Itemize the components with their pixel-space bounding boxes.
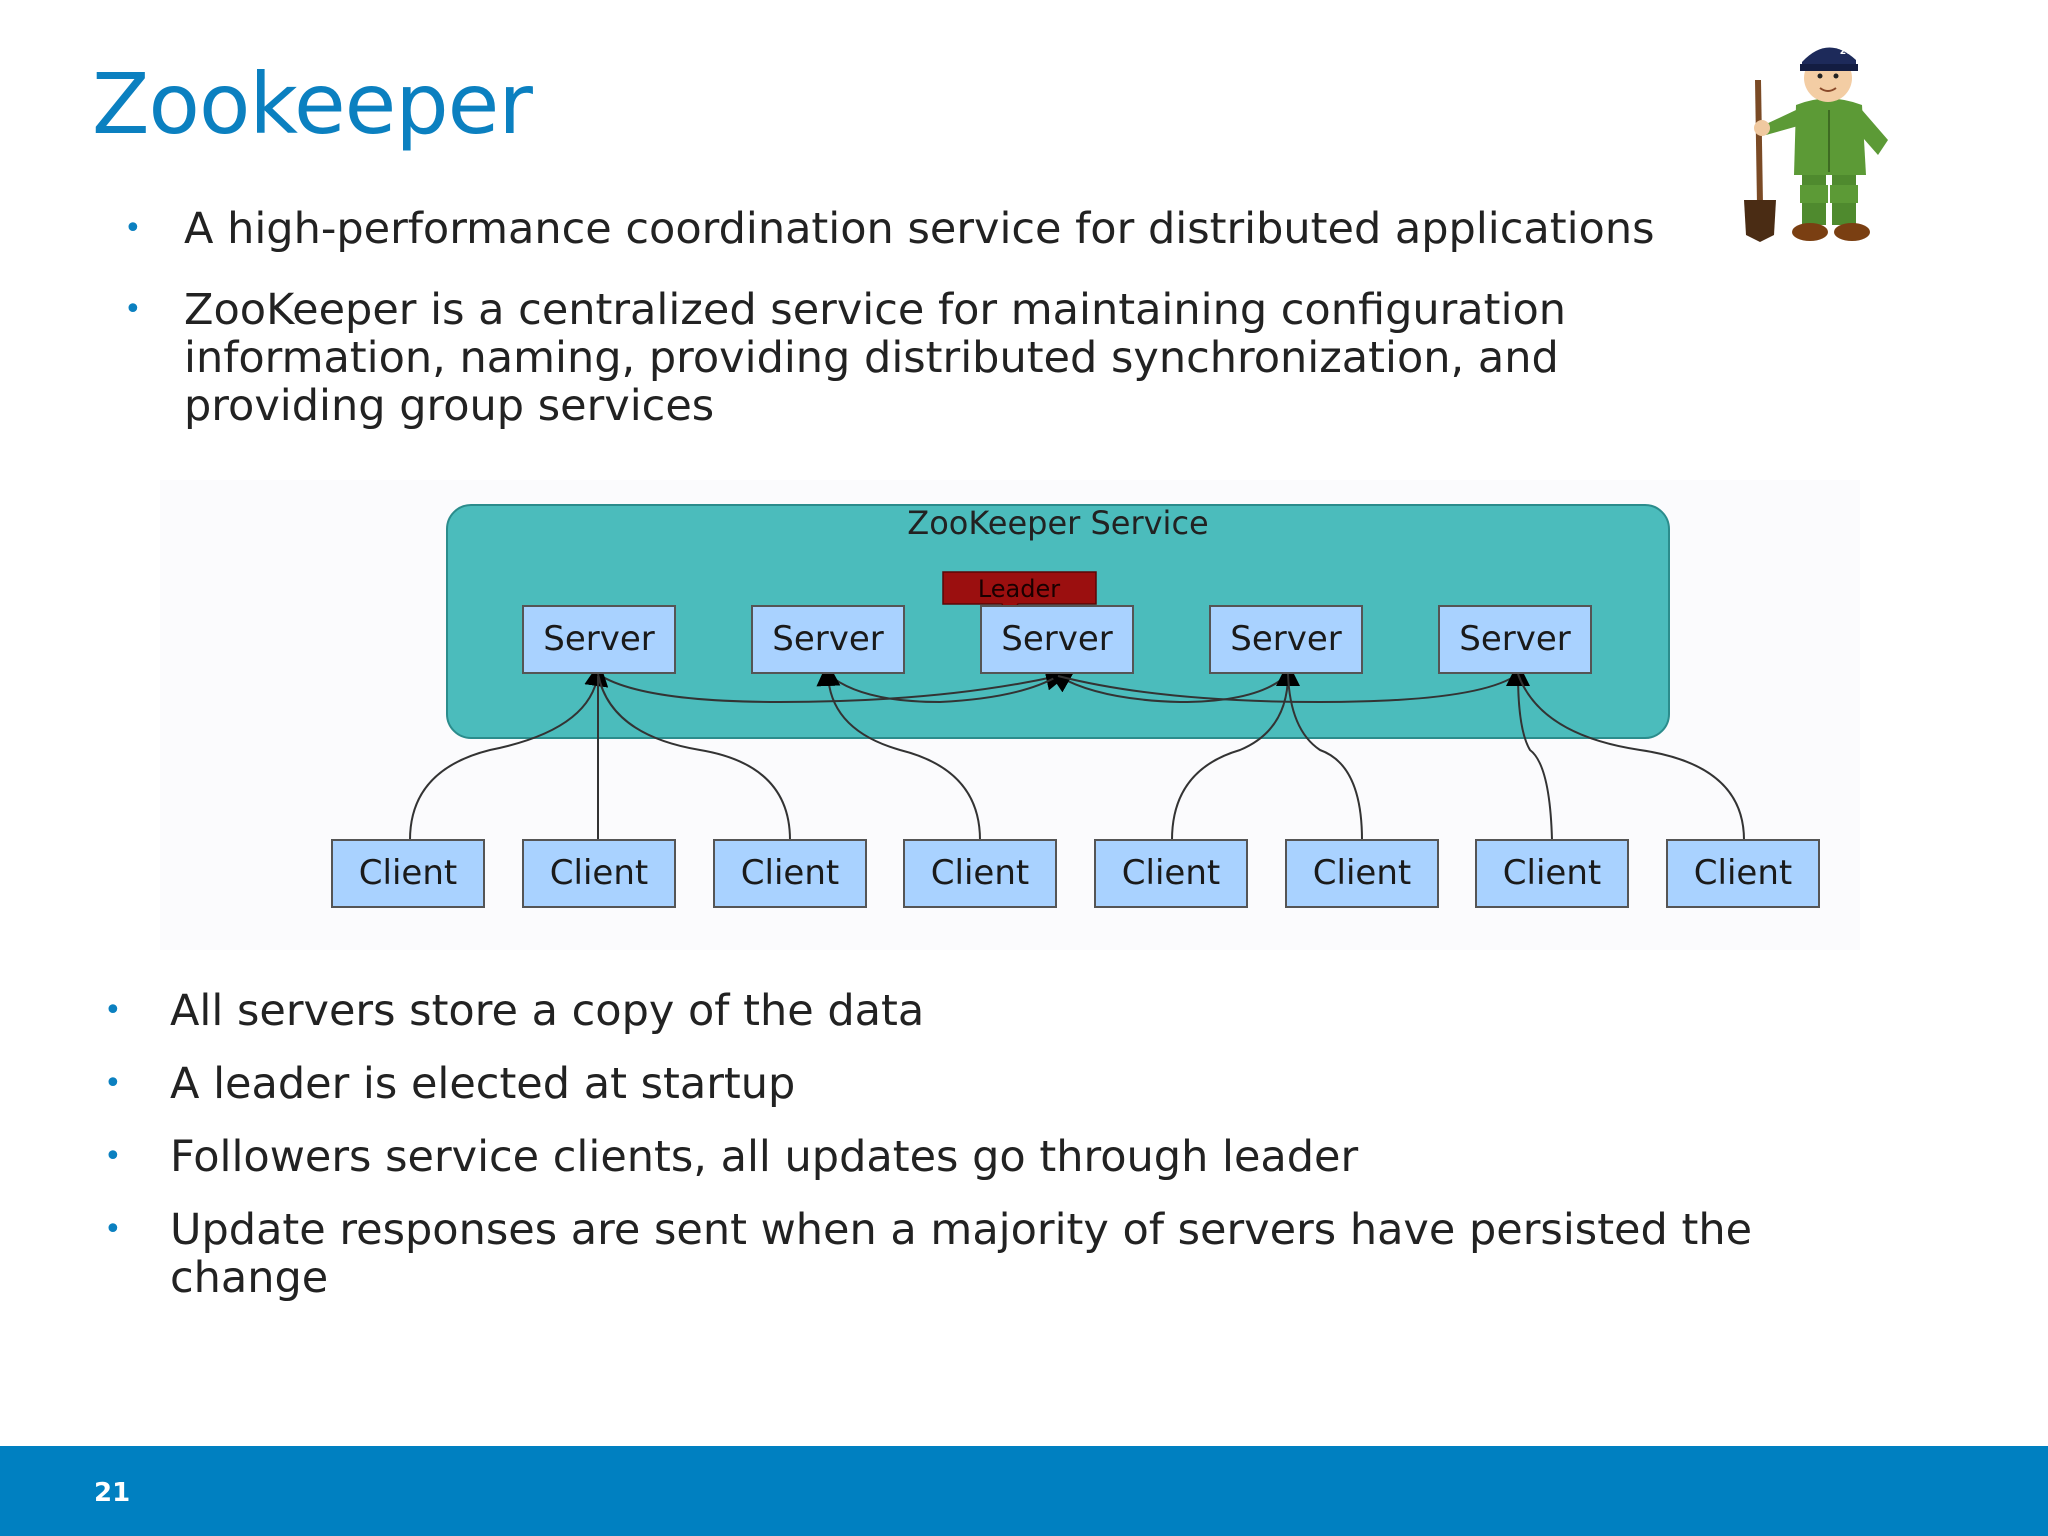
bullet-text: All servers store a copy of the data xyxy=(170,986,925,1036)
footer-bar xyxy=(0,1446,2048,1536)
server-node: Server xyxy=(751,605,905,674)
bullet-text: A leader is elected at startup xyxy=(170,1059,796,1109)
bottom-bullet-list: • All servers store a copy of the data •… xyxy=(100,987,1800,1327)
client-label: Client xyxy=(1503,853,1601,893)
diagram-canvas: ZooKeeper Service Leader xyxy=(331,504,1820,908)
zookeeper-mascot-icon: zoo xyxy=(1744,46,1888,242)
client-node: Client xyxy=(903,839,1057,908)
client-node: Client xyxy=(1666,839,1820,908)
leader-callout: Leader xyxy=(942,571,1097,622)
bullet-text: ZooKeeper is a centralized service for m… xyxy=(184,285,1567,431)
bullet-text: Update responses are sent when a majorit… xyxy=(170,1205,1753,1303)
bullet-item: • A leader is elected at startup xyxy=(100,1060,1800,1108)
bullet-item: • Update responses are sent when a major… xyxy=(100,1206,1800,1302)
server-row: Server Server Server Server Server xyxy=(522,605,1592,674)
leader-server-node: Server xyxy=(980,605,1134,674)
client-label: Client xyxy=(359,853,457,893)
server-label: Server xyxy=(1459,619,1571,659)
top-bullet-list: • A high-performance coordination servic… xyxy=(120,205,1770,463)
client-label: Client xyxy=(741,853,839,893)
client-row: Client Client Client Client Client xyxy=(331,839,1820,908)
server-label: Server xyxy=(772,619,884,659)
bullet-dot-icon: • xyxy=(104,993,122,1028)
bullet-text: A high-performance coordination service … xyxy=(184,204,1655,254)
client-label: Client xyxy=(1313,853,1411,893)
client-label: Client xyxy=(1122,853,1220,893)
client-node: Client xyxy=(522,839,676,908)
slide-title: Zookeeper xyxy=(92,55,533,153)
server-node: Server xyxy=(1438,605,1592,674)
bullet-dot-icon: • xyxy=(104,1066,122,1101)
server-label: Server xyxy=(1001,619,1113,659)
client-node: Client xyxy=(1475,839,1629,908)
client-label: Client xyxy=(931,853,1029,893)
server-node: Server xyxy=(1209,605,1363,674)
page-number: 21 xyxy=(94,1478,131,1508)
client-label: Client xyxy=(550,853,648,893)
client-node: Client xyxy=(1285,839,1439,908)
bullet-item: • ZooKeeper is a centralized service for… xyxy=(120,286,1770,430)
bullet-text: Followers service clients, all updates g… xyxy=(170,1132,1359,1182)
client-label: Client xyxy=(1694,853,1792,893)
svg-text:zoo: zoo xyxy=(1840,46,1860,57)
bullet-item: • A high-performance coordination servic… xyxy=(120,205,1770,253)
client-node: Client xyxy=(1094,839,1248,908)
service-label: ZooKeeper Service xyxy=(907,504,1208,542)
client-node: Client xyxy=(331,839,485,908)
server-node: Server xyxy=(522,605,676,674)
server-label: Server xyxy=(1230,619,1342,659)
leader-label: Leader xyxy=(978,575,1060,603)
bullet-dot-icon: • xyxy=(104,1139,122,1174)
bullet-item: • Followers service clients, all updates… xyxy=(100,1133,1800,1181)
bullet-dot-icon: • xyxy=(104,1212,122,1247)
server-label: Server xyxy=(543,619,655,659)
client-node: Client xyxy=(713,839,867,908)
bullet-item: • All servers store a copy of the data xyxy=(100,987,1800,1035)
bullet-dot-icon: • xyxy=(124,211,142,246)
zookeeper-architecture-diagram: ZooKeeper Service Leader xyxy=(160,480,1860,950)
bullet-dot-icon: • xyxy=(124,292,142,327)
